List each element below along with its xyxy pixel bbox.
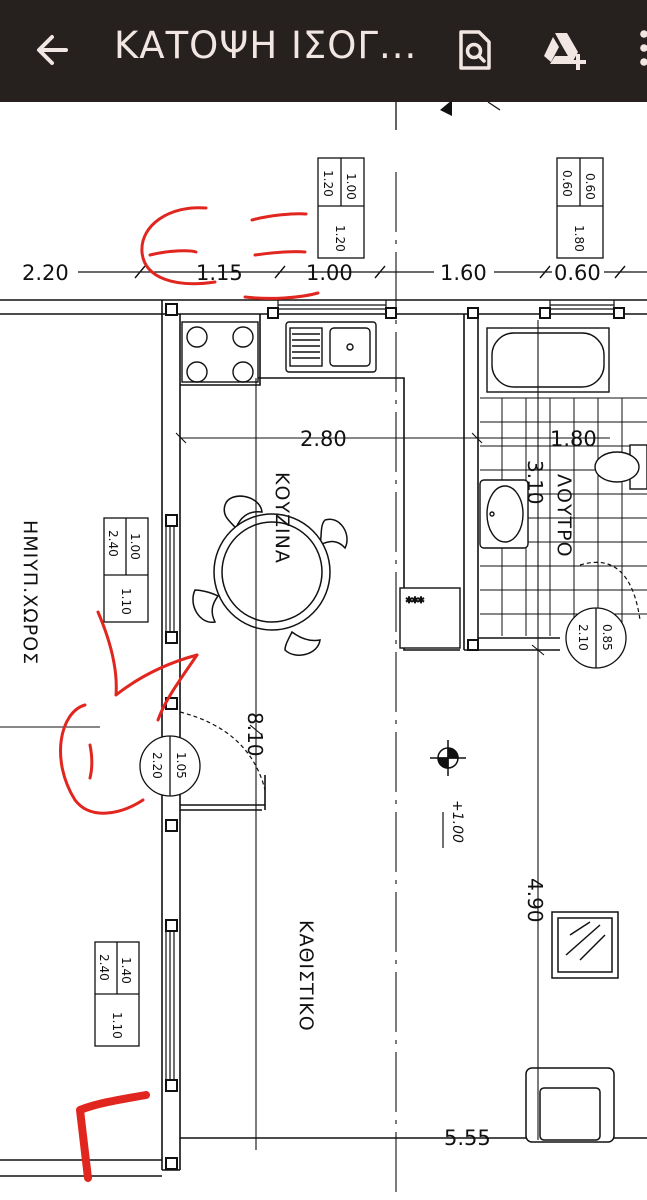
door1-b: 2.20 — [150, 752, 164, 779]
red-annotations — [59, 206, 320, 815]
dim-top-160: 1.60 — [440, 261, 487, 285]
door1-a: 1.05 — [174, 752, 188, 779]
dim-top-060: 0.60 — [554, 261, 601, 285]
arrow-left-icon — [37, 35, 68, 65]
add-to-drive-button[interactable] — [540, 28, 586, 72]
box3-b: 2.40 — [106, 530, 120, 557]
box4-a: 1.40 — [119, 957, 133, 984]
more-options-button[interactable] — [630, 28, 647, 72]
dim-bath-depth: 3.10 — [523, 460, 547, 505]
app-bar: ΚΑΤΟΨΗ ΙΣΟΓ... — [0, 0, 647, 102]
door2-b: 2.10 — [576, 624, 590, 651]
google-drive-add-icon — [544, 33, 586, 70]
dim-top-115: 1.15 — [196, 261, 243, 285]
box2-b: 0.60 — [560, 170, 574, 197]
box1-c: 1.20 — [333, 225, 347, 252]
back-button[interactable] — [30, 28, 78, 72]
search-in-document-button[interactable] — [452, 28, 496, 72]
document-title: ΚΑΤΟΨΗ ΙΣΟΓ... — [114, 24, 418, 67]
door2-a: 0.85 — [600, 624, 614, 651]
document-search-icon — [459, 30, 491, 70]
dim-total-width: 5.55 — [444, 1126, 491, 1150]
box4-c: 1.10 — [110, 1012, 124, 1039]
room-living: ΚΑΘΙΣΤΙΚΟ — [295, 920, 317, 1032]
dim-total-depth: 8.10 — [243, 712, 267, 757]
room-semi-outdoor: ΗΜΙΥΠ.ΧΩΡΟΣ — [19, 520, 41, 665]
dim-bath-width: 1.80 — [550, 427, 597, 451]
dim-top-100: 1.00 — [306, 261, 353, 285]
dim-kitchen-width: 2.80 — [300, 427, 347, 451]
dim-living-depth: 4.90 — [523, 878, 547, 923]
dim-top-220: 2.20 — [22, 261, 69, 285]
box4-b: 2.40 — [97, 954, 111, 981]
box2-c: 1.80 — [572, 225, 586, 252]
box3-a: 1.00 — [128, 533, 142, 560]
room-kitchen: ΚΟΥΖΙΝΑ — [271, 472, 293, 564]
box1-a: 1.00 — [344, 173, 358, 200]
more-vertical-icon — [640, 30, 647, 66]
appliance-label: *** — [406, 595, 424, 609]
floor-plan[interactable]: *** +1.00 2.80 1.80 5.55 3.10 8.10 4.90 … — [0, 102, 647, 1200]
room-bathroom: ΛΟΥΤΡΟ — [553, 474, 575, 558]
level-label: +1.00 — [449, 800, 465, 843]
box1-b: 1.20 — [321, 170, 335, 197]
box3-c: 1.10 — [119, 588, 133, 615]
box2-a: 0.60 — [583, 173, 597, 200]
